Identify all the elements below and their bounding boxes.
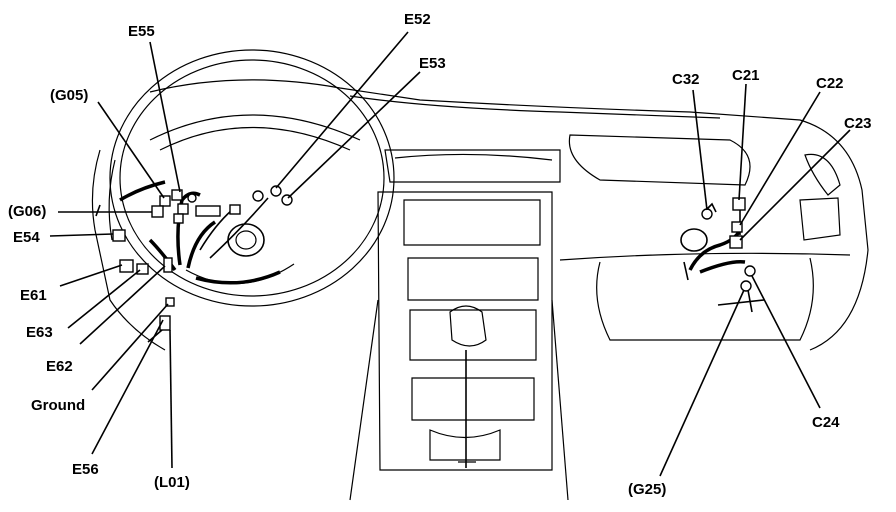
connector-e62 [163, 257, 173, 273]
label-c24: C24 [812, 414, 840, 431]
connector-aux-5 [252, 190, 264, 202]
connector-g06 [151, 205, 164, 218]
label-e54: E54 [13, 229, 40, 246]
leader-lines [49, 31, 851, 477]
label-e53: E53 [419, 55, 446, 72]
label-c32: C32 [672, 71, 700, 88]
label-ground: Ground [31, 397, 85, 414]
connector-aux-6 [187, 193, 197, 203]
connector-g25 [740, 280, 752, 292]
connector-aux-1 [177, 203, 189, 215]
connector-g05 [159, 195, 171, 207]
dashboard-outline [91, 79, 869, 501]
connector-e63 [136, 263, 149, 275]
left-connectors [112, 185, 293, 331]
label-g06: (G06) [8, 203, 46, 220]
label-c22: C22 [816, 75, 844, 92]
connector-aux-4 [229, 204, 241, 215]
label-e56: E56 [72, 461, 99, 478]
label-e55: E55 [128, 23, 155, 40]
connector-aux-3 [195, 205, 221, 217]
connector-aux-2 [173, 213, 184, 224]
connector-c22 [731, 221, 743, 233]
connector-c23 [729, 235, 743, 249]
connector-e55 [171, 189, 183, 201]
label-c23: C23 [844, 115, 872, 132]
label-e61: E61 [20, 287, 47, 304]
label-e62: E62 [46, 358, 73, 375]
label-c21: C21 [732, 67, 760, 84]
label-g05: (G05) [50, 87, 88, 104]
connector-e54 [112, 229, 126, 242]
right-harness [680, 197, 765, 313]
label-g25: (G25) [628, 481, 666, 498]
label-e63: E63 [26, 324, 53, 341]
connector-c32 [701, 208, 713, 220]
connector-c24 [744, 265, 756, 277]
connector-e56 [159, 315, 171, 331]
connector-e61 [119, 259, 134, 273]
label-e52: E52 [404, 11, 431, 28]
label-l01: (L01) [154, 474, 190, 491]
labels: E55 E52 E53 (G05) (G06) E54 E61 E63 E62 … [8, 11, 872, 498]
steering-wheel [109, 49, 395, 307]
connector-e52 [270, 185, 282, 197]
connector-ground [165, 297, 175, 307]
